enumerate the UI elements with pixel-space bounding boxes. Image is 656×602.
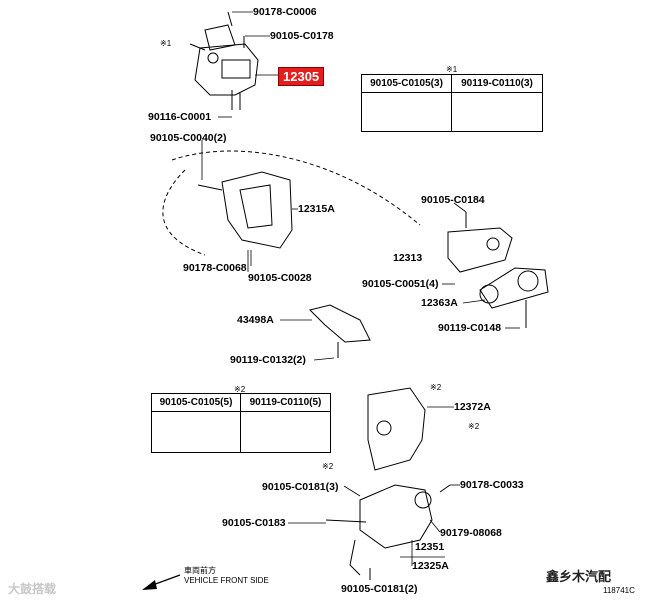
label-90105-c0028: 90105-C0028 <box>248 272 312 284</box>
front-label-en: VEHICLE FRONT SIDE <box>184 576 269 585</box>
label-12315a: 12315A <box>298 203 335 215</box>
label-90105-c0040: 90105-C0040(2) <box>150 132 227 144</box>
table2-cell-2: 90119-C0110(5) <box>241 394 330 452</box>
note-star2-c: ※2 <box>322 462 334 471</box>
table1-note: ※1 <box>446 65 458 74</box>
label-90119-c0148: 90119-C0148 <box>438 322 502 334</box>
table1-col2: 90119-C0110(3) <box>452 75 542 93</box>
table2-col2: 90119-C0110(5) <box>241 394 330 412</box>
label-90179-08068: 90179-08068 <box>440 527 502 539</box>
note-star2-a: ※2 <box>430 383 442 392</box>
mount-12372a <box>367 387 426 471</box>
mount-12313 <box>447 212 513 273</box>
label-12325a: 12325A <box>412 560 449 572</box>
table1-cell-2: 90119-C0110(3) <box>452 75 542 131</box>
table1-col1: 90105-C0105(3) <box>362 75 451 93</box>
label-90105-c0051: 90105-C0051(4) <box>362 278 439 290</box>
table2-cell-1: 90105-C0105(5) <box>152 394 241 452</box>
label-12372a: 12372A <box>454 401 491 413</box>
table2-note: ※2 <box>234 385 246 394</box>
note-star2-b: ※2 <box>468 422 480 431</box>
label-90116-c0001: 90116-C0001 <box>148 111 212 123</box>
table2-box: 90105-C0105(5) 90119-C0110(5) <box>151 393 331 453</box>
diagram-code: 118741C <box>603 586 635 595</box>
bracket-43498a <box>309 304 371 358</box>
table2-col1: 90105-C0105(5) <box>152 394 240 412</box>
label-90105-c0181-2: 90105-C0181(2) <box>341 583 418 595</box>
label-90178-c0006: 90178-C0006 <box>253 6 317 18</box>
label-90105-c0183: 90105-C0183 <box>222 517 286 529</box>
label-12363a: 12363A <box>421 297 458 309</box>
label-90105-c0178: 90105-C0178 <box>270 30 334 42</box>
bracket-12315a <box>197 171 293 249</box>
engine-outline-left <box>162 169 206 256</box>
front-label-cn: 車両前方 <box>184 566 216 575</box>
label-43498a: 43498A <box>237 314 274 326</box>
note-star1-top: ※1 <box>160 39 172 48</box>
label-90178-c0068: 90178-C0068 <box>183 262 247 274</box>
watermark-right: 鑫乡木汽配 <box>546 569 612 584</box>
table1-box: 90105-C0105(3) 90119-C0110(3) <box>361 74 543 132</box>
table1-cell-1: 90105-C0105(3) <box>362 75 452 131</box>
label-12305-highlighted[interactable]: 12305 <box>278 67 325 86</box>
engine-outline <box>171 150 421 226</box>
label-90105-c0181-3: 90105-C0181(3) <box>262 481 339 493</box>
label-12351: 12351 <box>415 541 445 553</box>
label-12313: 12313 <box>393 252 423 264</box>
watermark-left: 大鼓搭载 <box>8 582 57 596</box>
vehicle-front-arrow <box>142 574 181 590</box>
label-90178-c0033: 90178-C0033 <box>460 479 524 491</box>
label-90119-c0132: 90119-C0132(2) <box>230 354 306 366</box>
rod-12363a <box>479 267 549 328</box>
bolts <box>189 11 451 580</box>
engine-mount-12305 <box>194 24 259 110</box>
mount-12325a <box>349 484 433 576</box>
label-90105-c0184: 90105-C0184 <box>421 194 485 206</box>
